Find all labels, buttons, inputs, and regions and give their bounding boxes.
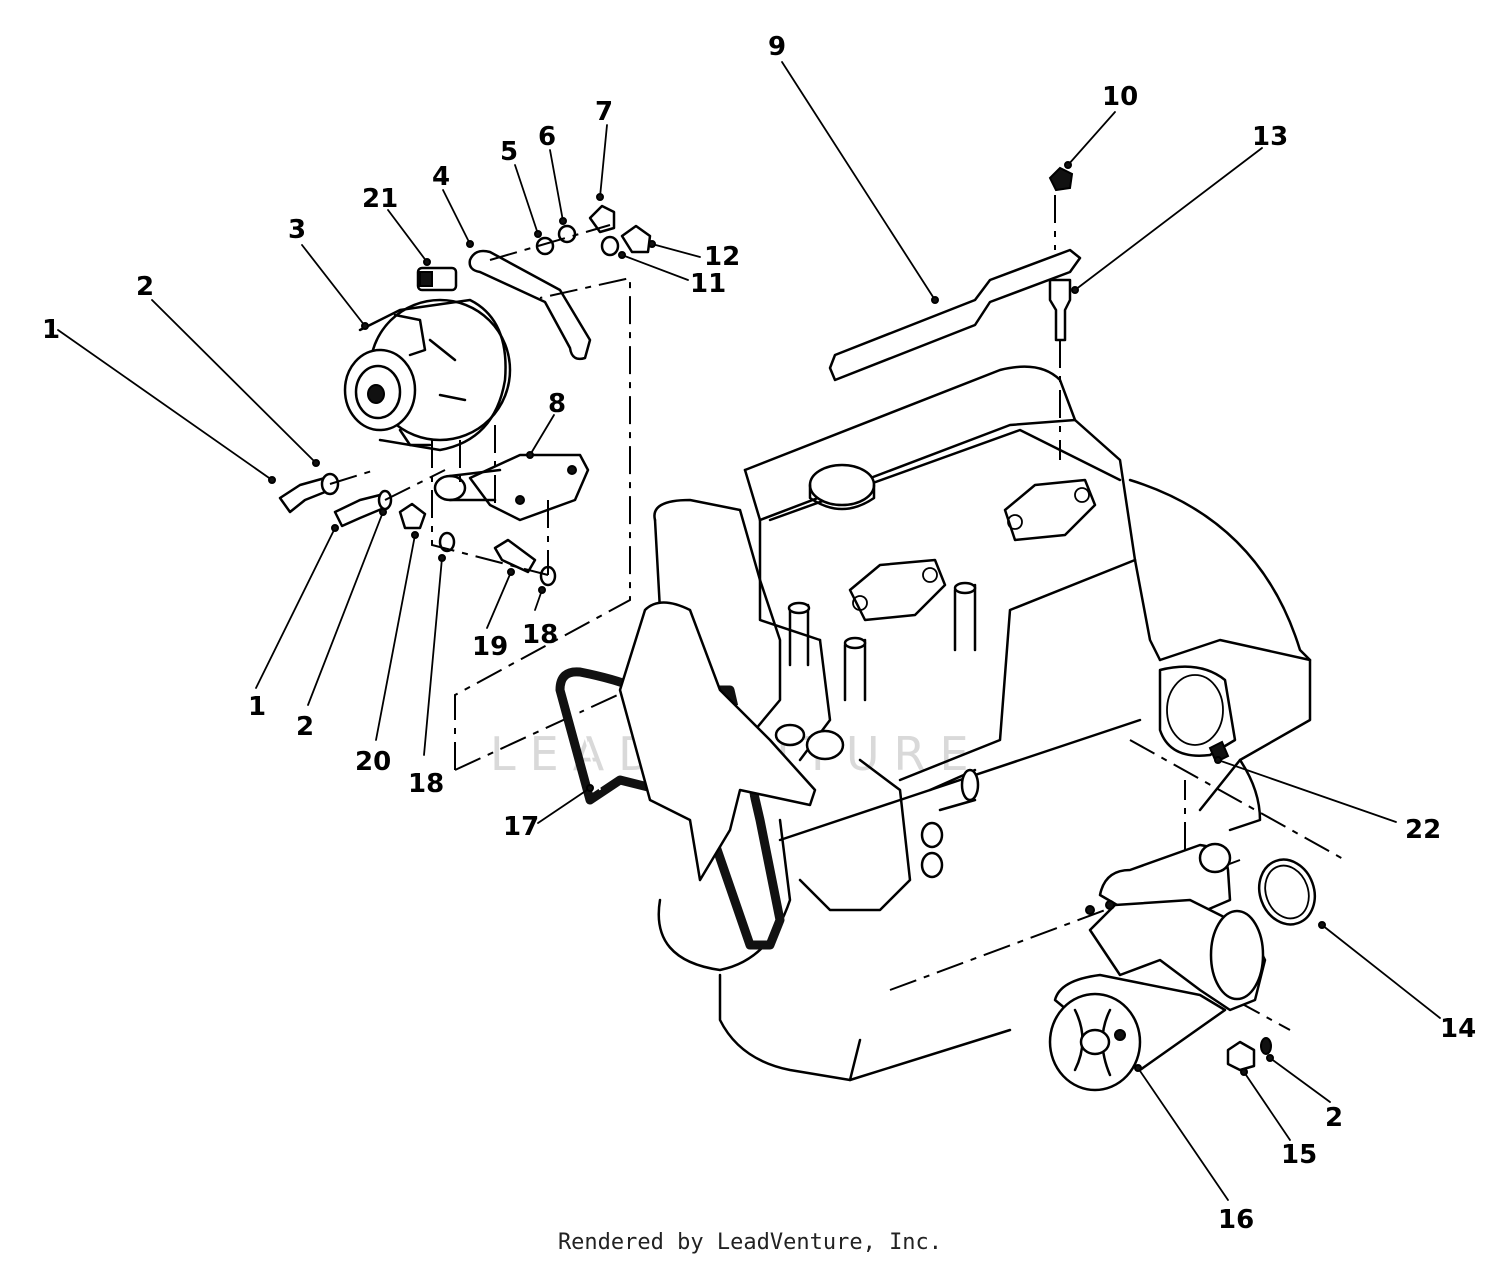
adjust-strap bbox=[468, 249, 592, 361]
alternator bbox=[343, 266, 512, 452]
callout-11: 11 bbox=[690, 269, 726, 299]
callout-19: 19 bbox=[472, 632, 508, 662]
callout-17: 17 bbox=[503, 812, 539, 842]
callout-5: 5 bbox=[500, 137, 518, 167]
callout-21: 21 bbox=[362, 184, 398, 214]
callout-14: 14 bbox=[1440, 1014, 1476, 1044]
callout-8: 8 bbox=[548, 389, 566, 419]
callout-labels: 1 2 3 21 4 5 6 7 12 11 9 10 13 8 1 2 20 … bbox=[42, 32, 1476, 1235]
alternator-bracket bbox=[433, 453, 590, 522]
callout-6: 6 bbox=[538, 122, 556, 152]
callout-2-starter: 2 bbox=[1325, 1103, 1343, 1133]
callout-9: 9 bbox=[768, 32, 786, 62]
callout-15: 15 bbox=[1281, 1140, 1317, 1170]
callout-1: 1 bbox=[42, 315, 60, 345]
callout-7: 7 bbox=[595, 97, 613, 127]
callout-22: 22 bbox=[1405, 815, 1441, 845]
head-gasket-plate bbox=[828, 248, 1082, 382]
callout-12: 12 bbox=[704, 242, 740, 272]
callout-1-lower: 1 bbox=[248, 692, 266, 722]
callout-10: 10 bbox=[1102, 82, 1138, 112]
hardware bbox=[278, 166, 1272, 1072]
engine-block bbox=[653, 195, 1346, 1082]
callout-18: 18 bbox=[408, 769, 444, 799]
o-ring bbox=[1257, 858, 1317, 926]
starter-motor bbox=[1048, 842, 1267, 1092]
fan-guard bbox=[618, 601, 817, 882]
callout-18-right: 18 bbox=[522, 620, 558, 650]
callout-3: 3 bbox=[288, 215, 306, 245]
callout-16: 16 bbox=[1218, 1205, 1254, 1235]
callout-2: 2 bbox=[136, 272, 154, 302]
assembly-lines bbox=[329, 224, 651, 771]
callout-20: 20 bbox=[355, 747, 391, 777]
render-credit: Rendered by LeadVenture, Inc. bbox=[557, 1230, 943, 1255]
callout-13: 13 bbox=[1252, 122, 1288, 152]
callout-2-lower: 2 bbox=[296, 712, 314, 742]
leader-lines bbox=[57, 61, 1441, 1201]
callout-4: 4 bbox=[432, 162, 450, 192]
